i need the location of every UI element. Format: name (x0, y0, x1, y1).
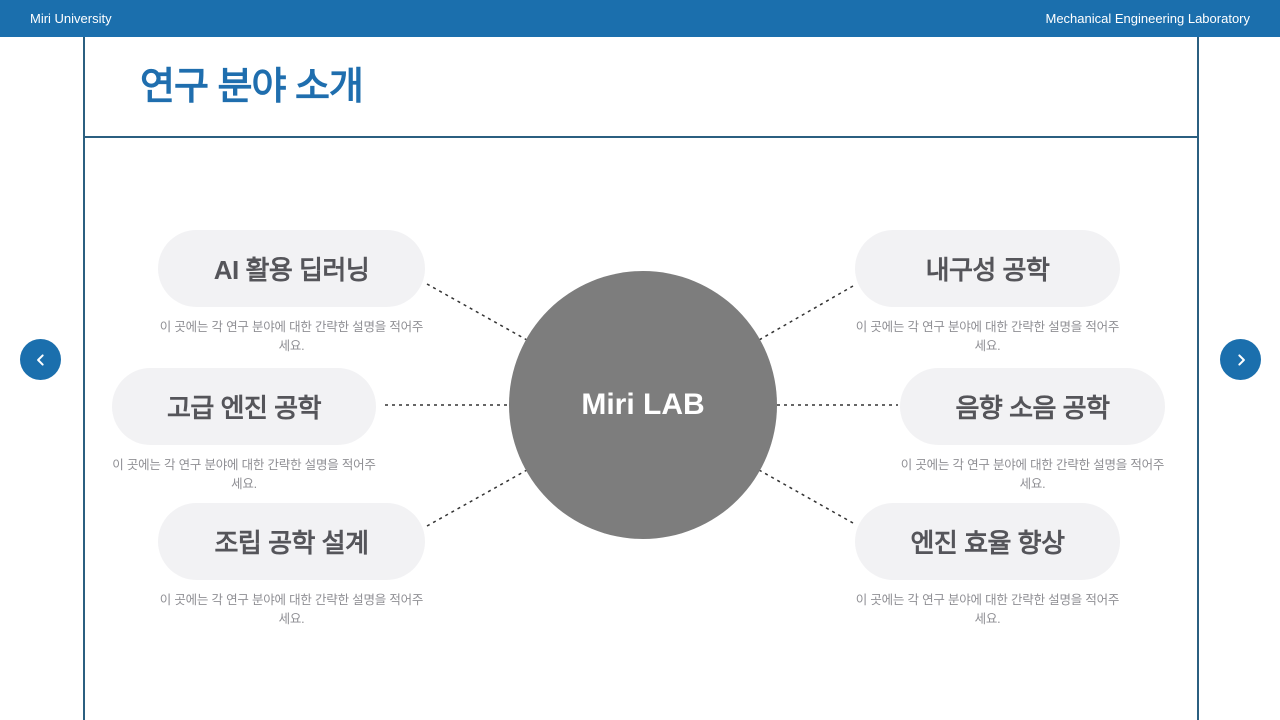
center-circle: Miri LAB (509, 271, 777, 539)
node-pill-acoustic-noise: 음향 소음 공학 (900, 368, 1165, 445)
node-pill-advanced-engine: 고급 엔진 공학 (112, 368, 376, 445)
node-pill-assembly-design: 조립 공학 설계 (158, 503, 425, 580)
university-name: Miri University (30, 11, 112, 26)
title-band: 연구 분야 소개 (83, 37, 1199, 138)
node-label: AI 활용 딥러닝 (213, 255, 370, 285)
slide-frame (83, 37, 1199, 720)
node-pill-engine-efficiency: 엔진 효율 향상 (855, 503, 1120, 580)
lab-name: Mechanical Engineering Laboratory (1045, 11, 1250, 26)
center-circle-label: Miri LAB (581, 388, 705, 421)
node-caption: 이 곳에는 각 연구 분야에 대한 간략한 설명을 적어주세요. (855, 320, 1120, 353)
node-caption: 이 곳에는 각 연구 분야에 대한 간략한 설명을 적어주세요. (159, 320, 424, 353)
chevron-right-icon (1231, 350, 1251, 370)
node-caption: 이 곳에는 각 연구 분야에 대한 간략한 설명을 적어주세요. (112, 458, 376, 491)
node-label: 고급 엔진 공학 (167, 393, 321, 423)
node-label: 음향 소음 공학 (955, 393, 1110, 423)
node-label: 조립 공학 설계 (214, 528, 369, 558)
node-pill-durability: 내구성 공학 (855, 230, 1120, 307)
next-slide-button[interactable] (1220, 339, 1261, 380)
node-caption: 이 곳에는 각 연구 분야에 대한 간략한 설명을 적어주세요. (855, 593, 1120, 626)
prev-slide-button[interactable] (20, 339, 61, 380)
node-label: 내구성 공학 (925, 255, 1050, 285)
node-caption: 이 곳에는 각 연구 분야에 대한 간략한 설명을 적어주세요. (900, 458, 1165, 491)
node-pill-ai-deep-learning: AI 활용 딥러닝 (158, 230, 425, 307)
page-title: 연구 분야 소개 (140, 66, 364, 108)
top-bar: Miri University Mechanical Engineering L… (0, 0, 1280, 37)
node-label: 엔진 효율 향상 (910, 528, 1065, 558)
chevron-left-icon (31, 350, 51, 370)
node-caption: 이 곳에는 각 연구 분야에 대한 간략한 설명을 적어주세요. (159, 593, 424, 626)
